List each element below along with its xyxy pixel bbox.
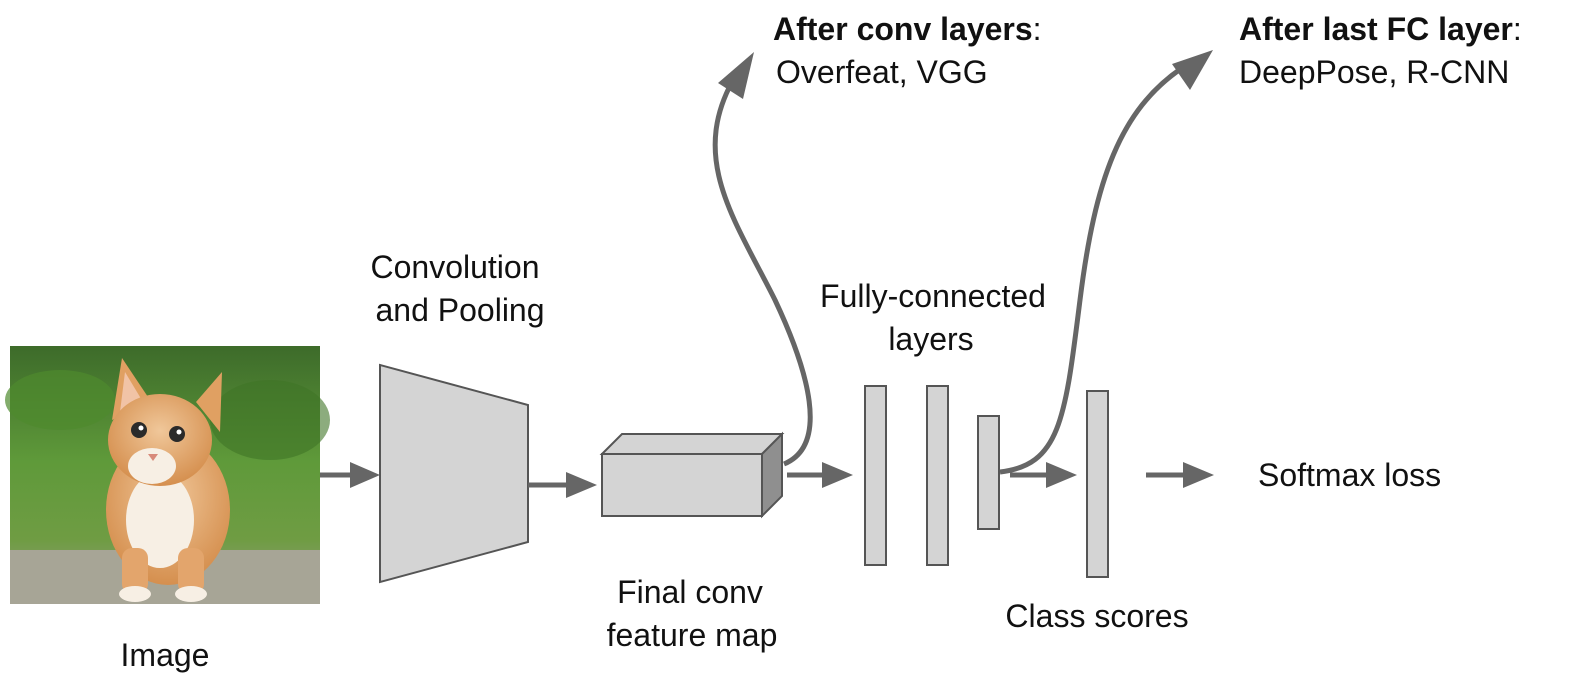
kitten-leg: [122, 548, 148, 594]
softmax-label: Softmax loss: [1258, 457, 1441, 493]
feature-map-front: [601, 453, 763, 517]
kitten-eye-glint: [138, 425, 144, 431]
after-fc-title: After last FC layer: [1239, 11, 1513, 47]
after-conv-title: After conv layers: [773, 11, 1033, 47]
arrow-after-fc: [999, 50, 1213, 475]
final-conv-label-line1: Final conv: [617, 574, 763, 610]
kitten-eye: [131, 422, 147, 438]
arrow-fc-to-scores: [1010, 462, 1077, 488]
arrow-after-conv: [712, 52, 813, 467]
arrow-after-fc-head: [1172, 50, 1213, 90]
conv-pool-label-line2: and Pooling: [375, 292, 544, 328]
class-scores-layer: [1086, 390, 1109, 578]
kitten-muzzle: [128, 448, 176, 484]
kitten-leg: [178, 548, 204, 594]
arrow-image-to-conv: [320, 462, 380, 488]
fc-layer-3: [977, 415, 1000, 530]
fc-layer-2: [926, 385, 949, 566]
grass-blur: [5, 370, 115, 430]
after-fc-examples: DeepPose, R-CNN: [1239, 54, 1509, 90]
image-caption: Image: [121, 637, 210, 673]
kitten-image: [5, 346, 330, 604]
fc-label-line2: layers: [888, 321, 973, 357]
kitten-chest: [126, 472, 194, 568]
grass-blur: [210, 380, 330, 460]
conv-pool-label-line1: Convolution: [371, 249, 540, 285]
arrow-featuremap-to-fc: [787, 462, 853, 488]
after-conv-colon: :: [1033, 11, 1042, 47]
kitten-eye: [169, 426, 185, 442]
kitten-nose: [148, 454, 158, 461]
fc-label-line1: Fully-connected: [820, 278, 1046, 314]
arrow-scores-to-softmax: [1146, 462, 1214, 488]
final-conv-feature-map: [599, 431, 785, 519]
arrow-conv-to-featuremap: [528, 472, 597, 498]
arrow-after-conv-head: [718, 52, 754, 99]
class-scores-label: Class scores: [1005, 598, 1188, 634]
fc-layer-1: [864, 385, 887, 566]
after-conv-heading: After conv layers:: [773, 11, 1042, 47]
after-conv-examples: Overfeat, VGG: [776, 54, 988, 90]
kitten-paw: [119, 586, 151, 602]
after-fc-colon: :: [1513, 11, 1522, 47]
kitten-eye-glint: [176, 429, 182, 435]
feature-map-top: [599, 433, 785, 455]
kitten-ear: [196, 372, 222, 432]
conv-pool-block: [379, 363, 529, 584]
final-conv-label-line2: feature map: [607, 617, 778, 653]
kitten-paw: [175, 586, 207, 602]
after-fc-heading: After last FC layer:: [1239, 11, 1522, 47]
